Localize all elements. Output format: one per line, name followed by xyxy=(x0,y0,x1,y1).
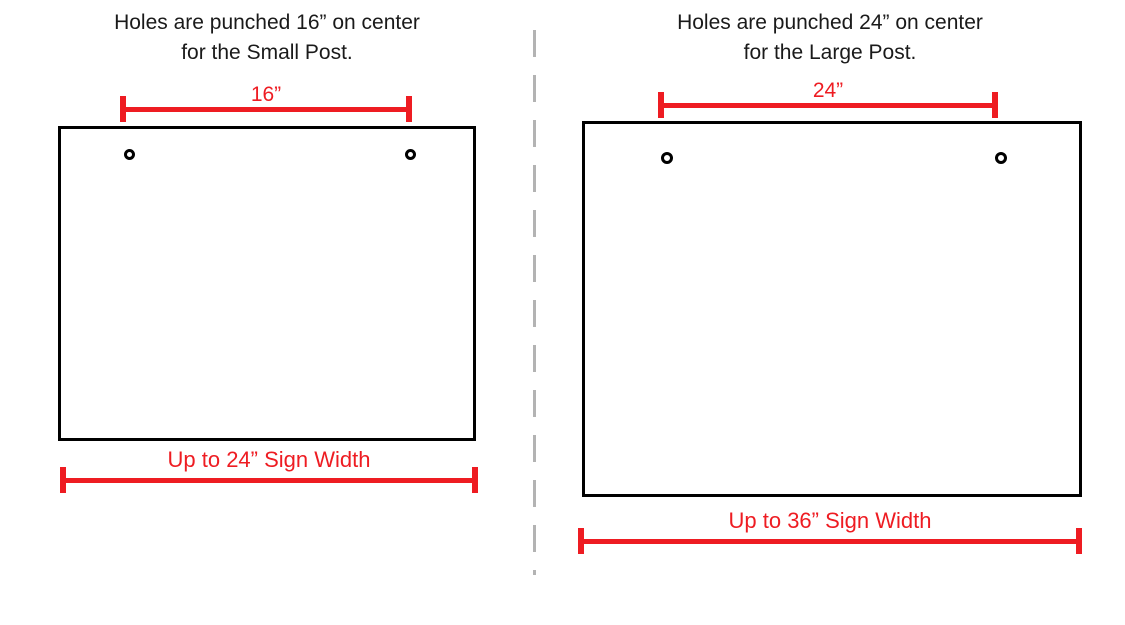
sign-width-label-small: Up to 24” Sign Width xyxy=(167,447,371,472)
punched-hole-right xyxy=(995,152,1007,164)
sign-width-label-large: Up to 36” Sign Width xyxy=(728,508,932,533)
dimension-bar xyxy=(578,539,1082,544)
sign-width-dimension-large xyxy=(578,528,1082,554)
dimension-endcap-right xyxy=(1076,528,1082,554)
punched-hole-right xyxy=(405,149,416,160)
hole-spacing-dimension-small xyxy=(120,96,412,122)
hole-spacing-label-small: 16” xyxy=(250,83,282,106)
dimension-endcap-right xyxy=(472,467,478,493)
panel-large-post-caption: Holes are punched 24” on center for the … xyxy=(677,11,983,64)
sign-width-dimension-small xyxy=(60,467,478,493)
dimension-bar xyxy=(658,103,998,108)
dimension-endcap-right xyxy=(992,92,998,118)
dimension-endcap-right xyxy=(406,96,412,122)
panel-divider xyxy=(533,30,536,575)
hole-spacing-label-large: 24” xyxy=(812,79,844,102)
hole-spacing-dimension-large xyxy=(658,92,998,118)
sign-plate-large xyxy=(582,121,1082,497)
punched-hole-left xyxy=(124,149,135,160)
punched-hole-left xyxy=(661,152,673,164)
panel-small-post-caption: Holes are punched 16” on center for the … xyxy=(114,11,420,64)
dimension-bar xyxy=(60,478,478,483)
dimension-bar xyxy=(120,107,412,112)
sign-plate-small xyxy=(58,126,476,441)
